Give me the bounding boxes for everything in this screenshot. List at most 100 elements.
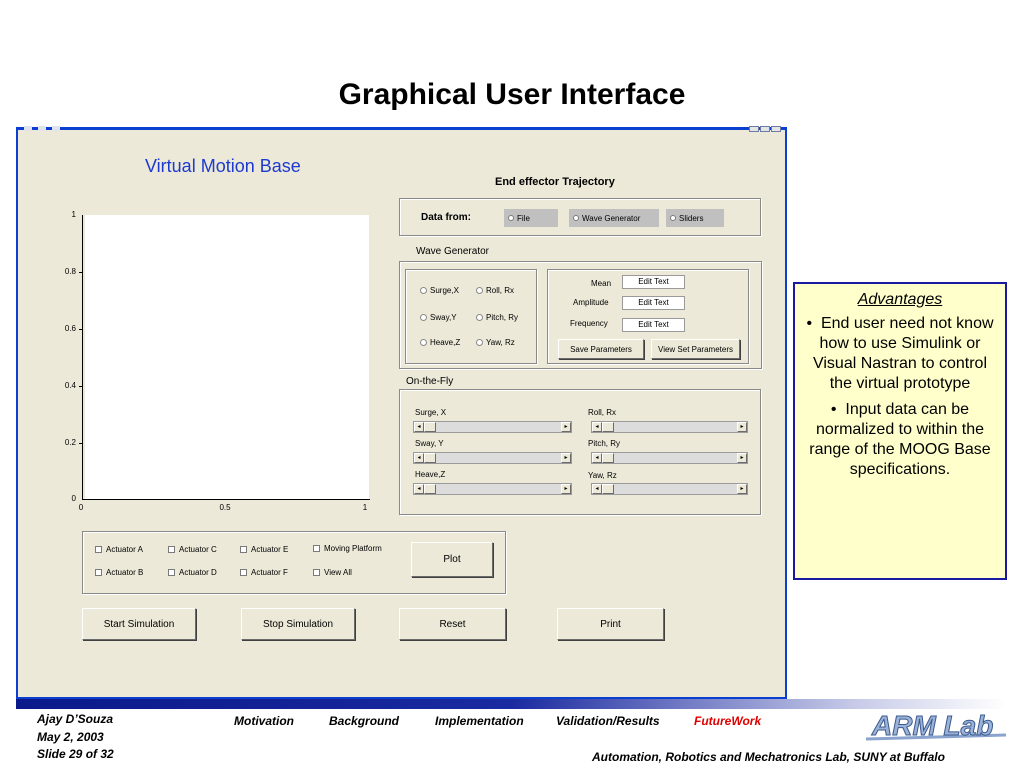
window-controls[interactable]	[749, 126, 781, 132]
left-arrow-icon: ◂	[414, 422, 424, 432]
slider-label: Heave,Z	[415, 470, 446, 479]
nav-background[interactable]: Background	[329, 714, 400, 728]
surge-slider[interactable]: ◂▸	[413, 421, 572, 433]
reset-button[interactable]: Reset	[399, 608, 506, 640]
right-arrow-icon: ▸	[561, 453, 571, 463]
left-arrow-icon: ◂	[592, 484, 602, 494]
checkbox-icon	[313, 545, 320, 552]
maximize-icon[interactable]	[760, 126, 770, 132]
nav-motivation[interactable]: Motivation	[234, 714, 294, 728]
moving-platform-checkbox[interactable]: Moving Platform	[313, 544, 382, 553]
slider-label: Roll, Rx	[588, 408, 617, 417]
minimize-icon[interactable]	[749, 126, 759, 132]
y-tick-mark	[79, 329, 83, 330]
nav-futurework[interactable]: FutureWork	[694, 714, 762, 728]
actuator-e-checkbox[interactable]: Actuator E	[240, 545, 288, 554]
slider-label: Sway, Y	[415, 439, 444, 448]
left-arrow-icon: ◂	[592, 422, 602, 432]
dof-radio[interactable]: Sway,Y	[420, 313, 457, 322]
x-tick-label: 1	[362, 503, 368, 512]
left-arrow-icon: ◂	[592, 453, 602, 463]
actuator-b-checkbox[interactable]: Actuator B	[95, 568, 143, 577]
y-tick-label: 0.6	[64, 324, 76, 333]
y-tick-mark	[79, 272, 83, 273]
checkbox-icon	[95, 546, 102, 553]
data-from-label: Data from:	[421, 212, 472, 223]
footer-bar	[16, 699, 1006, 709]
source-sliders-radio[interactable]: Sliders	[666, 209, 724, 227]
sway-slider[interactable]: ◂▸	[413, 452, 572, 464]
slide-title: Graphical User Interface	[338, 78, 686, 111]
source-wave-radio[interactable]: Wave Generator	[569, 209, 659, 227]
start-simulation-button[interactable]: Start Simulation	[82, 608, 196, 640]
actuator-c-checkbox[interactable]: Actuator C	[168, 545, 217, 554]
nav-validation-results[interactable]: Validation/Results	[556, 714, 660, 728]
y-tick-label: 0.8	[64, 267, 76, 276]
view-set-parameters-button[interactable]: View Set Parameters	[651, 339, 740, 359]
save-parameters-button[interactable]: Save Parameters	[558, 339, 644, 359]
y-tick-label: 0.4	[64, 381, 76, 390]
radio-icon	[573, 215, 579, 221]
plot-button[interactable]: Plot	[411, 542, 493, 577]
source-file-radio[interactable]: File	[504, 209, 558, 227]
advantage-bullet: • Input data can be normalized to within…	[809, 401, 991, 478]
wave-generator-panel: Surge,X Roll, Rx Sway,Y Pitch, Ry Heave,…	[399, 261, 762, 369]
footer-date: May 2, 2003	[37, 730, 104, 744]
radio-icon	[508, 215, 514, 221]
x-tick-label: 0	[78, 503, 84, 512]
plot-x-axis	[82, 499, 370, 500]
radio-icon	[476, 339, 483, 346]
advantages-title: Advantages	[857, 291, 943, 308]
amplitude-label: Amplitude	[573, 298, 609, 307]
checkbox-icon	[168, 546, 175, 553]
footer-author: Ajay D’Souza	[37, 712, 114, 726]
actuator-d-checkbox[interactable]: Actuator D	[168, 568, 217, 577]
nav-implementation[interactable]: Implementation	[435, 714, 524, 728]
plot-y-axis	[82, 215, 83, 500]
slider-label: Yaw, Rz	[588, 471, 617, 480]
actuator-a-checkbox[interactable]: Actuator A	[95, 545, 143, 554]
right-arrow-icon: ▸	[561, 484, 571, 494]
view-all-checkbox[interactable]: View All	[313, 568, 352, 577]
heave-slider[interactable]: ◂▸	[413, 483, 572, 495]
radio-icon	[420, 339, 427, 346]
window-menu-icons[interactable]	[24, 126, 60, 131]
actuator-panel: Actuator A Actuator C Actuator E Moving …	[82, 531, 506, 594]
frequency-input[interactable]: Edit Text	[622, 318, 685, 332]
dof-radio[interactable]: Yaw, Rz	[476, 338, 515, 347]
checkbox-icon	[168, 569, 175, 576]
checkbox-icon	[240, 569, 247, 576]
y-tick-label: 1	[71, 210, 76, 219]
radio-icon	[420, 287, 427, 294]
checkbox-icon	[95, 569, 102, 576]
pitch-slider[interactable]: ◂▸	[591, 452, 748, 464]
checkbox-icon	[313, 569, 320, 576]
wave-generator-title: Wave Generator	[416, 246, 489, 257]
actuator-f-checkbox[interactable]: Actuator F	[240, 568, 288, 577]
dof-radio[interactable]: Surge,X	[420, 286, 459, 295]
dof-radio[interactable]: Roll, Rx	[476, 286, 514, 295]
on-the-fly-panel: Surge, X ◂▸ Roll, Rx ◂▸ Sway, Y ◂▸ Pitch…	[399, 389, 761, 515]
roll-slider[interactable]: ◂▸	[591, 421, 748, 433]
slider-label: Pitch, Ry	[588, 439, 621, 448]
y-tick-mark	[79, 443, 83, 444]
mean-input[interactable]: Edit Text	[622, 275, 685, 289]
footer-slide-number: Slide 29 of 32	[37, 747, 114, 761]
radio-icon	[420, 314, 427, 321]
right-arrow-icon: ▸	[737, 453, 747, 463]
close-icon[interactable]	[771, 126, 781, 132]
trajectory-title: End effector Trajectory	[495, 176, 615, 188]
dof-radio[interactable]: Pitch, Ry	[476, 313, 518, 322]
amplitude-input[interactable]: Edit Text	[622, 296, 685, 310]
wave-params-panel: Mean Edit Text Amplitude Edit Text Frequ…	[547, 269, 749, 364]
yaw-slider[interactable]: ◂▸	[591, 483, 748, 495]
radio-icon	[476, 314, 483, 321]
data-source-panel: Data from: File Wave Generator Sliders	[399, 198, 761, 236]
stop-simulation-button[interactable]: Stop Simulation	[241, 608, 355, 640]
right-arrow-icon: ▸	[737, 422, 747, 432]
app-title: Virtual Motion Base	[145, 156, 301, 176]
print-button[interactable]: Print	[557, 608, 664, 640]
advantage-bullet: • End user need not know how to use Simu…	[806, 315, 994, 392]
mean-label: Mean	[591, 279, 612, 288]
dof-radio[interactable]: Heave,Z	[420, 338, 460, 347]
